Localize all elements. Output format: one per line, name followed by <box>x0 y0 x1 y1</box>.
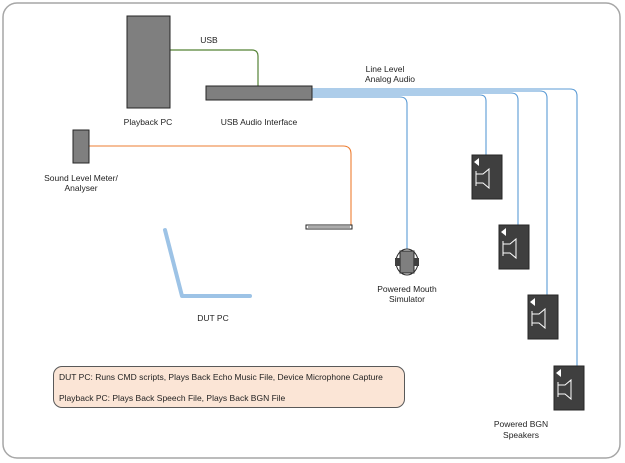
laptop-icon <box>163 228 252 298</box>
microphone-device-icon <box>305 224 353 230</box>
notes-line-playback-pc: Playback PC: Plays Back Speech File, Pla… <box>59 393 286 403</box>
powered-bgn-label: Powered BGN <box>493 419 549 429</box>
mouth-simulator-icon <box>395 248 419 276</box>
speakers-label: Speakers <box>503 430 539 440</box>
speaker-icon <box>553 365 585 411</box>
powered-mouth-label: Powered Mouth <box>377 284 437 294</box>
usb-cable <box>170 49 259 86</box>
simulator-label: Simulator <box>389 294 425 304</box>
playback-pc <box>126 15 171 109</box>
speaker-icon <box>527 294 559 340</box>
analog-audio-cables <box>312 88 578 368</box>
analog-audio-label: Analog Audio <box>364 74 416 84</box>
line-level-label: Line Level <box>365 64 405 74</box>
analyser-label: Analyser <box>64 183 98 193</box>
dut-pc-label: DUT PC <box>197 313 229 323</box>
usb-label: USB <box>200 35 218 45</box>
usb-audio-interface <box>205 85 313 101</box>
speaker-icon <box>471 154 503 200</box>
notes-line-dut-pc: DUT PC: Runs CMD scripts, Plays Back Ech… <box>59 372 383 382</box>
sound-level-meter <box>72 129 90 164</box>
diagram-frame <box>2 2 621 459</box>
notes-box: DUT PC: Runs CMD scripts, Plays Back Ech… <box>53 366 405 408</box>
sound-level-meter-label: Sound Level Meter/ <box>44 173 118 183</box>
playback-pc-label: Playback PC <box>123 117 173 127</box>
usb-audio-interface-label: USB Audio Interface <box>220 117 298 127</box>
speaker-icon <box>498 224 530 270</box>
meter-cable <box>89 145 352 226</box>
